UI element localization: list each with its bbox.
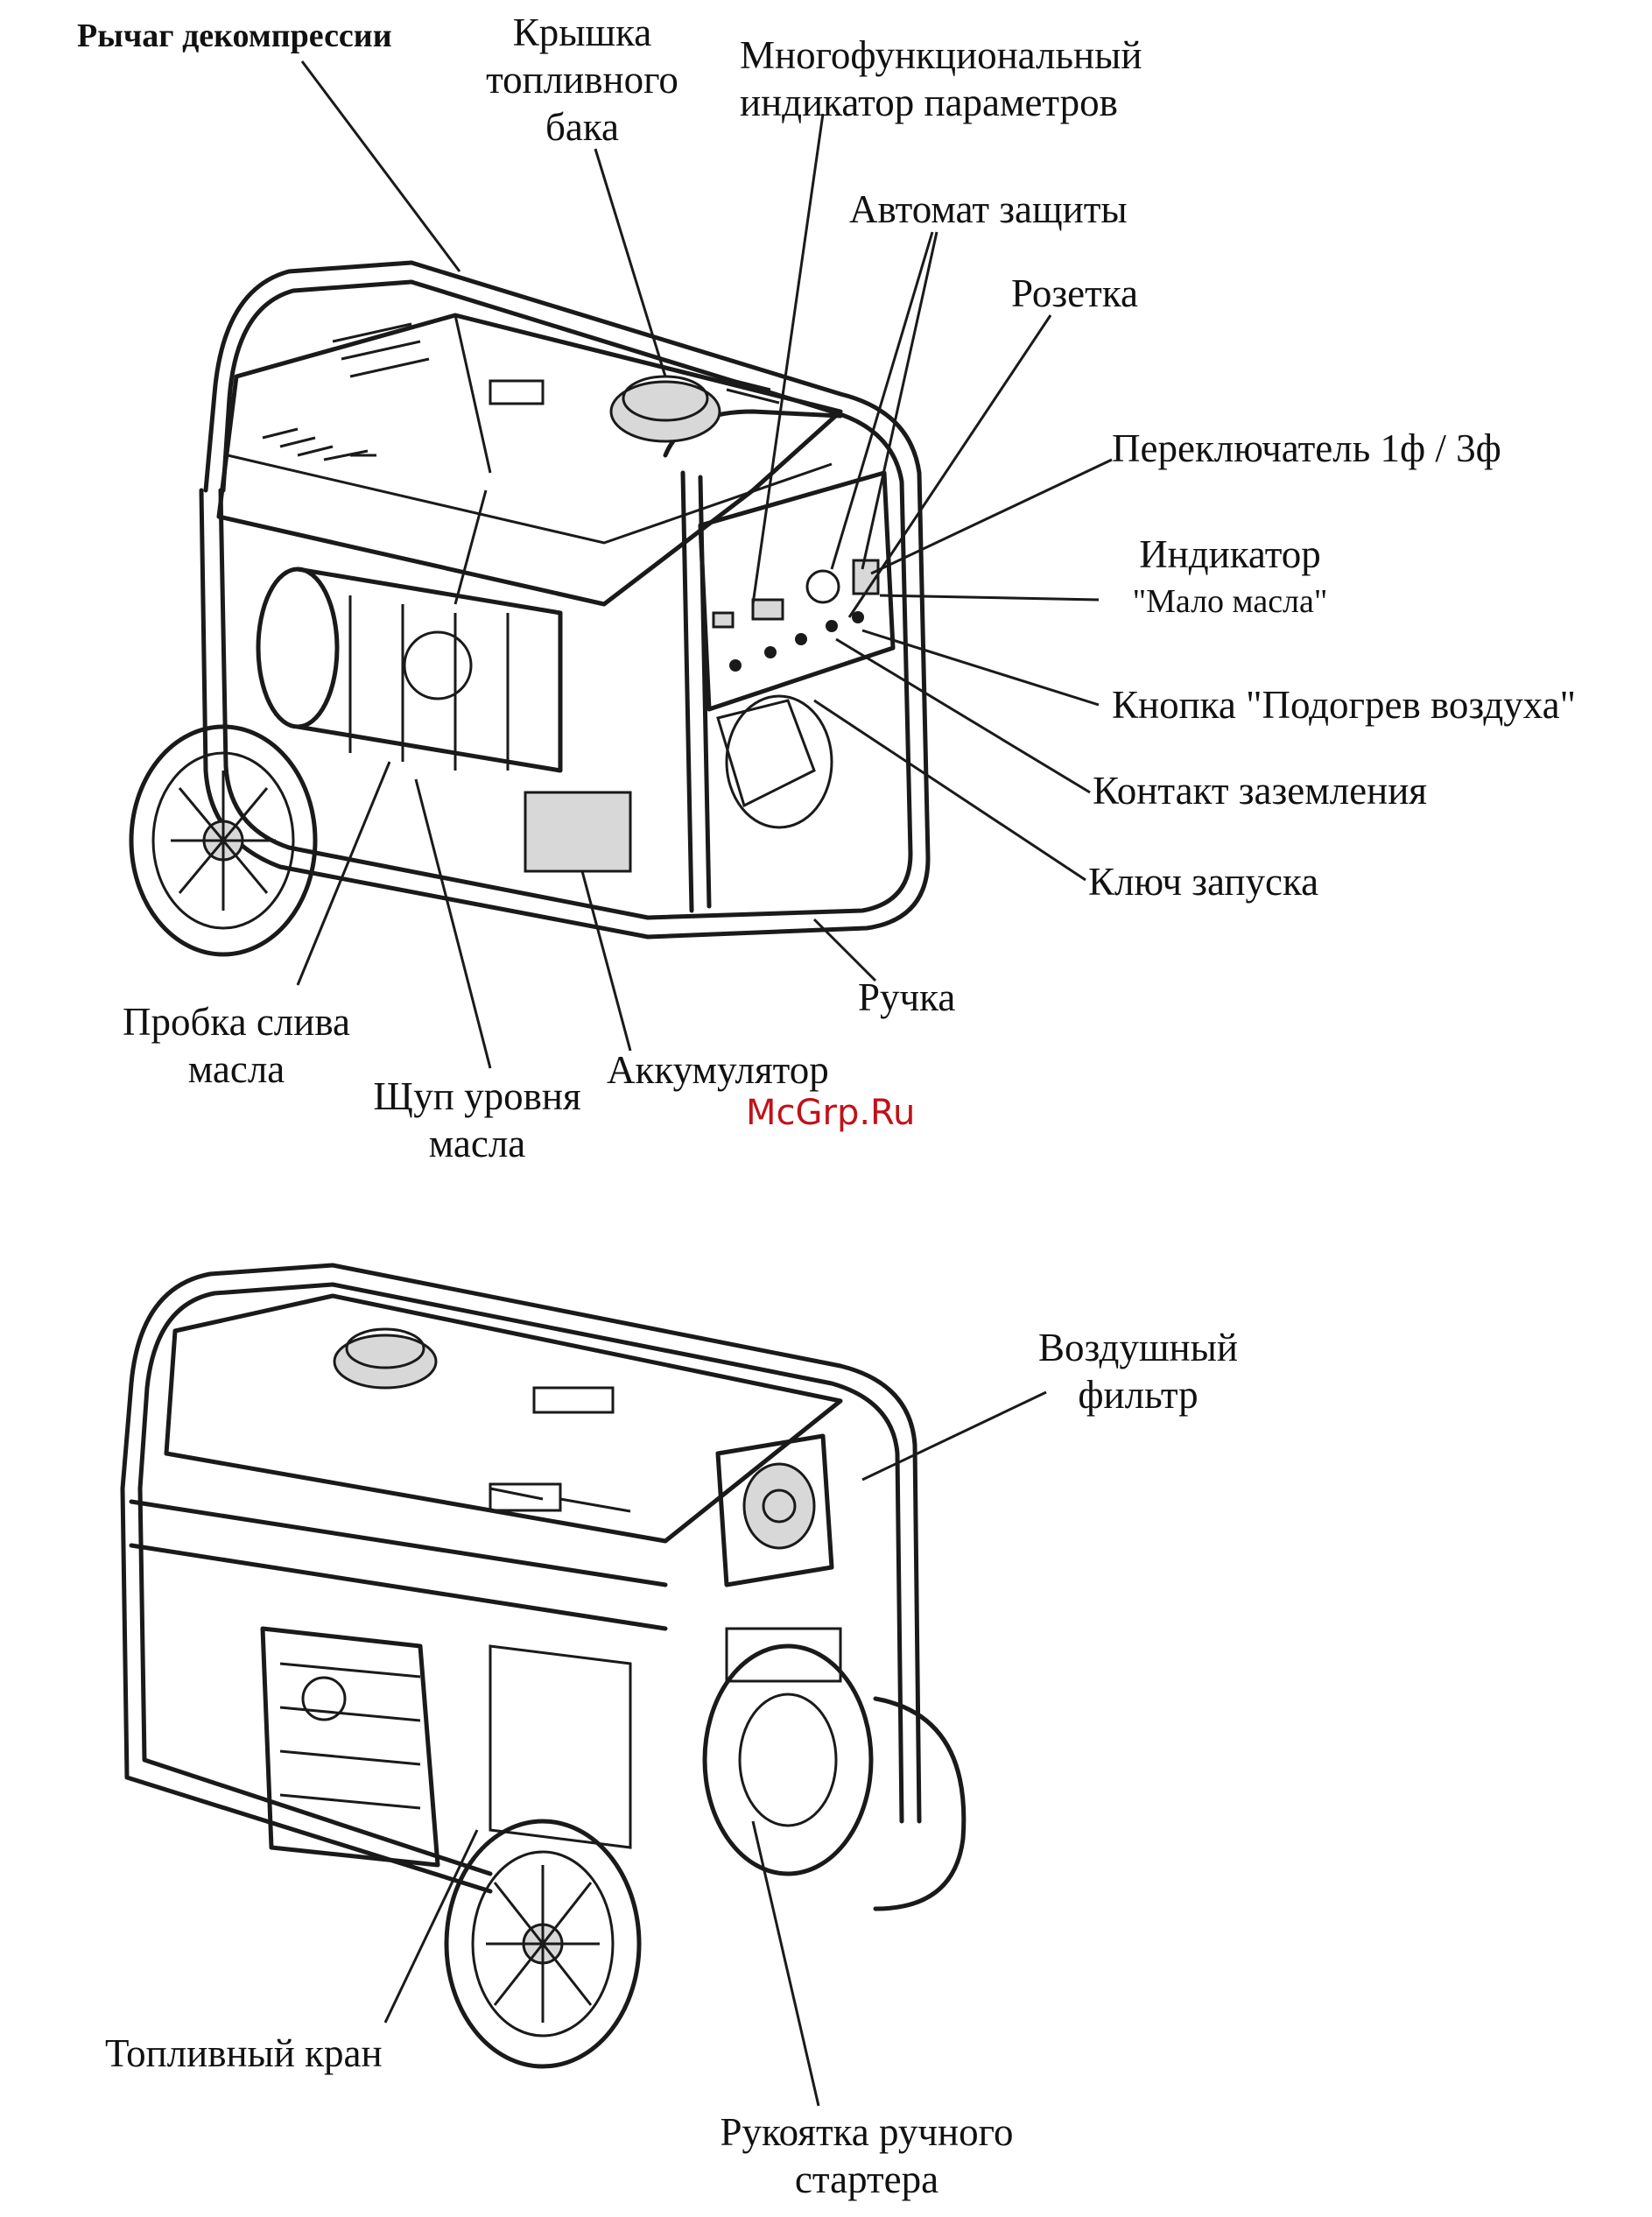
bottom-engine xyxy=(260,1626,874,1876)
label-decompression-lever: Рычаг декомпрессии xyxy=(77,18,392,54)
label-recoil-starter-line-2: стартера xyxy=(794,2157,939,2201)
top-leader-lines xyxy=(296,60,1113,1069)
label-start-key: Ключ запуска xyxy=(1088,860,1319,904)
label-low-oil-line-2: "Мало масла" xyxy=(1132,583,1328,620)
label-phase-switch: Переключатель 1ф / 3ф xyxy=(1112,426,1501,470)
label-multi-indicator: Многофункциональный индикатор параметров xyxy=(740,32,1142,126)
label-air-filter: Воздушный фильтр xyxy=(1016,1324,1261,1418)
label-socket: Розетка xyxy=(1011,271,1138,315)
label-dipstick-line-1: Щуп уровня xyxy=(373,1074,581,1118)
label-oil-drain-plug: Пробка слива масла xyxy=(96,998,376,1093)
bottom-frame xyxy=(120,1263,922,1894)
watermark: McGrp.Ru xyxy=(746,1093,916,1133)
top-fuel-tank xyxy=(216,313,843,607)
label-fuel-cap-line-2: топливного xyxy=(486,58,678,102)
label-fuel-cap: Крышка топливного бака xyxy=(477,9,687,151)
top-wheel xyxy=(129,724,318,957)
bottom-leader-lines xyxy=(383,1390,1047,2107)
label-battery: Аккумулятор xyxy=(607,1048,829,1092)
label-recoil-starter-line-1: Рукоятка ручного xyxy=(720,2110,1014,2154)
label-recoil-starter: Рукоятка ручного стартера xyxy=(692,2108,1042,2203)
top-engine xyxy=(256,567,833,873)
label-air-preheat-button: Кнопка "Подогрев воздуха" xyxy=(1112,683,1577,727)
label-oil-drain-line-2: масла xyxy=(187,1047,285,1091)
label-air-filter-line-1: Воздушный xyxy=(1038,1326,1238,1369)
label-low-oil-line-1: Индикатор xyxy=(1139,532,1321,576)
label-multi-indicator-line-2: индикатор параметров xyxy=(740,81,1118,124)
label-dipstick-line-2: масла xyxy=(428,1122,526,1165)
bottom-fuel-tank xyxy=(164,1293,843,1544)
label-low-oil-indicator: Индикатор "Мало масла" xyxy=(1099,531,1361,625)
label-fuel-cap-line-1: Крышка xyxy=(512,11,652,54)
label-ground-terminal: Контакт заземления xyxy=(1093,769,1427,813)
label-air-filter-line-2: фильтр xyxy=(1078,1373,1199,1417)
label-handle: Ручка xyxy=(858,975,956,1019)
top-frame xyxy=(199,260,931,940)
label-multi-indicator-line-1: Многофункциональный xyxy=(740,33,1142,77)
label-oil-drain-line-1: Пробка слива xyxy=(123,1000,350,1044)
label-fuel-cap-line-3: бака xyxy=(545,105,620,149)
bottom-wheels xyxy=(444,1696,967,2069)
label-dipstick: Щуп уровня масла xyxy=(346,1073,608,1167)
bottom-air-filter xyxy=(715,1433,834,1587)
label-fuel-valve: Топливный кран xyxy=(105,2031,383,2075)
label-circuit-breaker: Автомат защиты xyxy=(849,187,1128,231)
